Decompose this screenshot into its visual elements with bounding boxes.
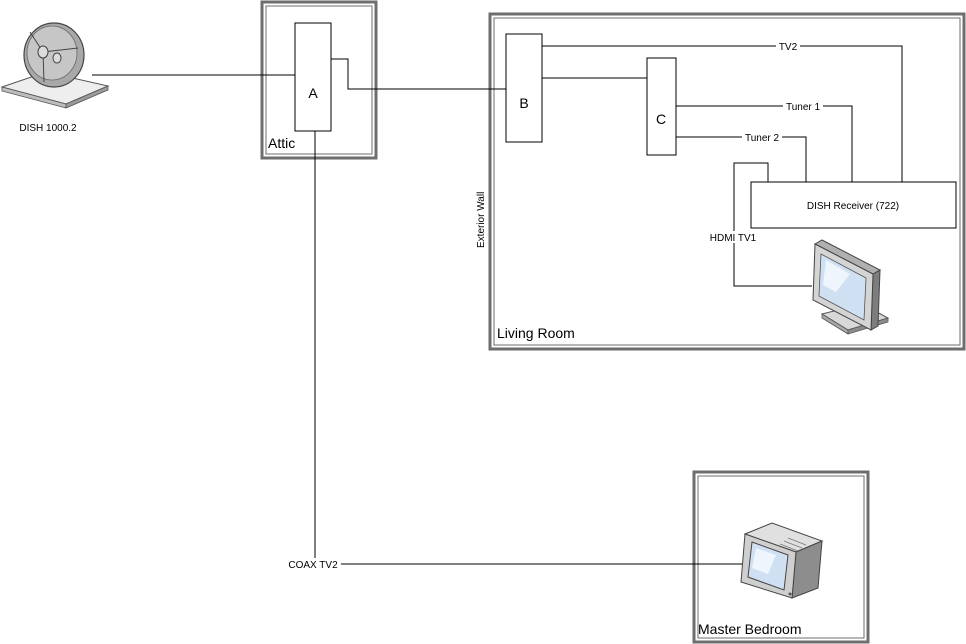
svg-text:COAX TV2: COAX TV2 bbox=[288, 560, 338, 571]
svg-text:TV2: TV2 bbox=[779, 42, 798, 53]
wires bbox=[92, 45, 903, 565]
room-label-attic: Attic bbox=[268, 135, 295, 151]
wire-label-coax-tv2: COAX TV2 bbox=[285, 558, 341, 571]
node-c-label: C bbox=[656, 111, 666, 127]
svg-text:HDMI TV1: HDMI TV1 bbox=[710, 233, 757, 244]
wire-tuner2 bbox=[676, 136, 807, 182]
room-attic bbox=[260, 0, 378, 160]
node-b: B bbox=[505, 33, 543, 143]
svg-text:Tuner 2: Tuner 2 bbox=[745, 133, 780, 144]
node-b-label: B bbox=[519, 95, 528, 111]
wire-label-tv2: TV2 bbox=[776, 40, 800, 53]
satellite-dish-icon bbox=[0, 22, 110, 109]
wire-tv2 bbox=[542, 45, 903, 182]
room-label-master-bedroom: Master Bedroom bbox=[698, 621, 801, 637]
node-a: A bbox=[294, 22, 332, 132]
wire-hdmi bbox=[733, 162, 812, 287]
wire-tuner1 bbox=[676, 105, 853, 182]
room-label-living-room: Living Room bbox=[497, 325, 575, 341]
dish-receiver-label: DISH Receiver (722) bbox=[807, 201, 899, 212]
flat-panel-monitor-icon bbox=[812, 239, 890, 335]
node-c: C bbox=[646, 57, 677, 156]
wire-label-tuner1: Tuner 1 bbox=[783, 100, 823, 113]
dish-label: DISH 1000.2 bbox=[19, 123, 77, 134]
wire-label-hdmi-tv1: HDMI TV1 bbox=[707, 231, 759, 244]
room-master-bedroom bbox=[692, 470, 870, 644]
svg-text:Tuner 1: Tuner 1 bbox=[786, 102, 821, 113]
room-living-room bbox=[488, 12, 966, 351]
crt-television-icon bbox=[740, 522, 824, 599]
wire-a-to-b bbox=[331, 58, 506, 90]
wire-label-tuner2: Tuner 2 bbox=[742, 131, 782, 144]
dish-receiver: DISH Receiver (722) bbox=[750, 181, 957, 229]
node-a-label: A bbox=[308, 85, 318, 101]
wall-label-exterior: Exterior Wall bbox=[476, 192, 487, 248]
